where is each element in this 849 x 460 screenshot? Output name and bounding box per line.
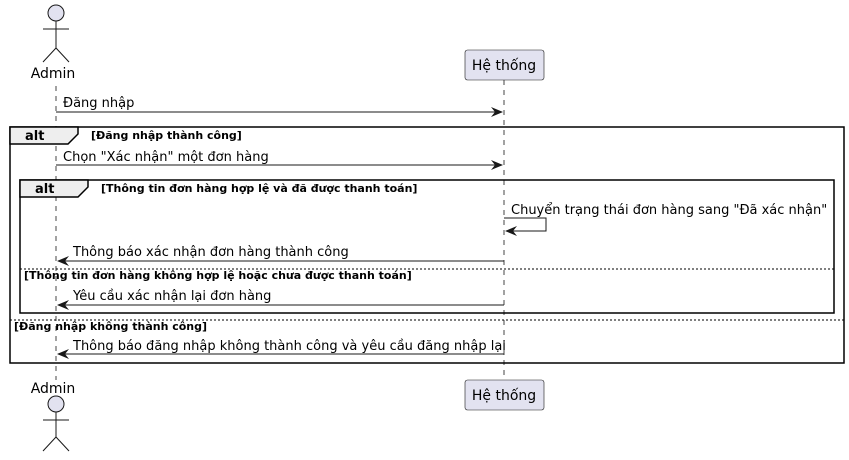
system-participant-top: Hệ thống xyxy=(464,49,545,81)
outer-alt-keyword: alt xyxy=(25,129,44,144)
inner-alt-guard-2: [Thông tin đơn hàng không hợp lệ hoặc ch… xyxy=(24,269,412,282)
inner-alt-fragment: alt [Thông tin đơn hàng hợp lệ và đã đượ… xyxy=(19,179,835,314)
admin-label-top: Admin xyxy=(31,66,76,82)
message-confirm-success-label: Thông báo xác nhận đơn hàng thành công xyxy=(72,245,349,260)
outer-alt-fragment: alt [Đăng nhập thành công] [Đăng nhập kh… xyxy=(9,126,845,364)
message-change-status-label: Chuyển trạng thái đơn hàng sang "Đã xác … xyxy=(511,203,827,218)
system-label-bottom: Hệ thống xyxy=(472,387,536,404)
outer-alt-guard-1: [Đăng nhập thành công] xyxy=(91,129,242,142)
outer-alt-guard-2: [Đăng nhập không thành công] xyxy=(14,320,207,333)
inner-alt-keyword: alt xyxy=(35,182,54,197)
admin-actor-top: Admin xyxy=(31,4,76,82)
message-request-reconfirm-label: Yêu cầu xác nhận lại đơn hàng xyxy=(72,289,271,304)
message-login-label: Đăng nhập xyxy=(63,96,134,111)
message-select-order-label: Chọn "Xác nhận" một đơn hàng xyxy=(63,150,269,165)
system-participant-bottom: Hệ thống xyxy=(464,379,545,411)
inner-alt-guard-1: [Thông tin đơn hàng hợp lệ và đã được th… xyxy=(101,182,417,195)
system-label-top: Hệ thống xyxy=(472,57,536,74)
admin-label-bottom: Admin xyxy=(31,381,76,397)
message-login-fail-label: Thông báo đăng nhập không thành công và … xyxy=(72,339,506,354)
admin-actor-bottom: Admin xyxy=(31,381,76,452)
message-change-status-arrow xyxy=(504,217,547,236)
